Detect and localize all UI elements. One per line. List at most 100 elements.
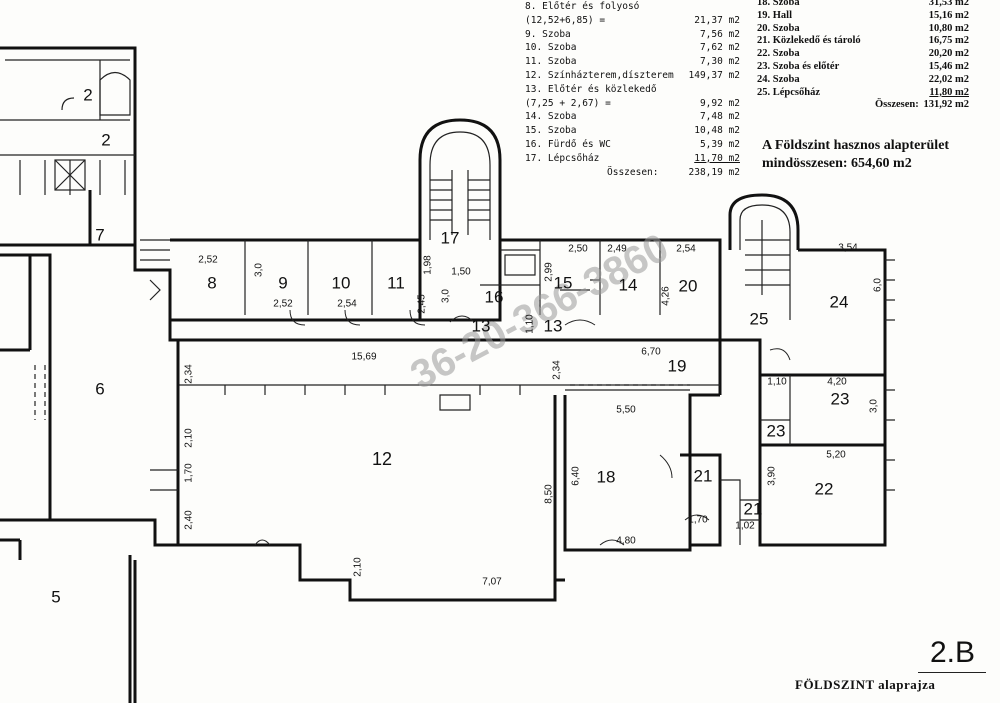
summary-line-2: mindösszesen: 654,60 m2 <box>762 156 912 171</box>
room-label: 17 <box>441 228 460 247</box>
total-area-summary: A Földszint hasznos alapterület mindössz… <box>762 137 949 173</box>
dimension-label: 1,50 <box>451 267 471 278</box>
room-label: 10 <box>332 273 351 292</box>
legend-area-value: 20,20 m2 <box>928 48 969 60</box>
room-label: 5 <box>51 587 60 606</box>
dimension-label: 2,45 <box>417 294 428 314</box>
legend-row: 17. Lépcsőház <box>525 152 599 165</box>
left-wing-walls <box>0 46 178 703</box>
legend-room-label: 22. Szoba <box>757 48 800 60</box>
legend-room-label: 21. Közlekedő és tároló <box>757 35 861 47</box>
legend-room-label: 9. Szoba <box>525 28 571 40</box>
legend-area-value: 10,80 m2 <box>928 22 969 34</box>
legend-area-value: 21,37 m2 <box>694 14 740 26</box>
dimension-label: 1,70 <box>688 515 708 526</box>
legend-total-value: 131,92 m2 <box>923 99 970 111</box>
room-label: 15 <box>554 273 573 292</box>
dimension-label: 2,34 <box>552 360 563 380</box>
legend-row: 18. Szoba <box>757 0 800 9</box>
legend-area-value: 31,53 m2 <box>928 0 969 8</box>
legend-room-label: 25. Lépcsőház <box>757 86 820 98</box>
dimension-label: 4,20 <box>827 377 847 388</box>
legend-area-value: 7,62 m2 <box>699 42 740 54</box>
east-wing-walls <box>720 193 895 547</box>
legend-area-value: 5,39 m2 <box>699 139 740 150</box>
legend-area-value: 15,16 m2 <box>928 9 969 21</box>
dimension-label: 5,50 <box>616 405 636 416</box>
legend-row: 20. Szoba <box>757 22 800 35</box>
legend-area-value: 11,80 m2 <box>929 86 969 98</box>
dimension-label: 4,80 <box>616 536 636 547</box>
legend-room-label: 17. Lépcsőház <box>525 152 600 164</box>
legend-row: 15. Szoba <box>525 124 576 137</box>
dimension-label: 7,07 <box>482 577 502 588</box>
legend-room-label: 18. Szoba <box>757 0 800 8</box>
page-number-underline <box>918 672 986 673</box>
legend-room-label: 23. Szoba és előtér <box>757 61 840 72</box>
dimension-label: 6,0 <box>873 278 884 292</box>
room-label: 7 <box>95 225 104 244</box>
dimension-label: 5,20 <box>826 450 846 461</box>
legend-area-value: 10,48 m2 <box>694 125 740 137</box>
dimension-label: 1,10 <box>525 314 536 334</box>
legend-row: (12,52+6,85) = <box>525 14 605 27</box>
room-label: 25 <box>750 309 769 328</box>
dimension-label: 2,52 <box>198 255 218 266</box>
room-label: 18 <box>597 467 616 486</box>
staircase-17 <box>418 118 502 240</box>
legend-row: 14. Szoba <box>525 110 576 123</box>
room-label: 21 <box>744 499 763 518</box>
page-number: 2.B <box>930 636 976 669</box>
room-label: 22 <box>815 479 834 498</box>
room-label: 11 <box>387 273 405 292</box>
legend-row: 11. Szoba <box>525 55 576 68</box>
legend-row: 23. Szoba és előtér <box>757 60 839 73</box>
legend-area-value: 16,75 m2 <box>928 35 969 47</box>
legend-area-value: 9,92 m2 <box>699 97 740 109</box>
dimension-label: 3,90 <box>767 466 778 486</box>
dimension-label: 3,54 <box>838 243 858 254</box>
area-legend-left: 8. Előtér és folyosó (12,52+6,85) = 21,37 … <box>525 0 745 180</box>
legend-room-label: 12. Színházterem,díszterem <box>525 70 674 81</box>
dimension-label: 3,0 <box>869 399 880 413</box>
legend-area-value: 7,48 m2 <box>699 111 740 123</box>
legend-row: 13. Előtér és közlekedő <box>525 83 657 96</box>
dimension-label: 2,52 <box>273 299 293 310</box>
legend-area-value: 15,46 m2 <box>928 61 969 72</box>
legend-area-value: 11,70 m2 <box>694 152 740 164</box>
dimension-label: 2,10 <box>184 428 195 448</box>
legend-row: 25. Lépcsőház <box>757 86 820 99</box>
legend-row: (7,25 + 2,67) = <box>525 97 611 110</box>
dimension-label: 2,99 <box>544 262 555 282</box>
dimension-label: 1,10 <box>767 377 787 388</box>
legend-room-label: 8. Előtér és folyosó <box>525 1 640 12</box>
dimension-label: 3,0 <box>254 263 265 277</box>
room-label: 23 <box>767 421 786 440</box>
dimension-label: 2,54 <box>337 299 357 310</box>
legend-row: 16. Fürdő és WC <box>525 138 611 151</box>
legend-room-label: 19. Hall <box>757 9 793 21</box>
legend-room-label: (7,25 + 2,67) = <box>525 97 611 109</box>
room-label: 16 <box>485 287 504 306</box>
room-label: 2 <box>101 130 110 149</box>
legend-area-value: 22,02 m2 <box>928 73 969 85</box>
dimension-label: 2,50 <box>568 244 588 255</box>
door-arcs <box>254 309 791 546</box>
dimension-label: 2,49 <box>607 244 627 255</box>
room-label: 21 <box>694 466 713 485</box>
dimension-label: 1,02 <box>735 521 755 532</box>
legend-room-label: 15. Szoba <box>525 125 577 137</box>
legend-total-label: Összesen: <box>607 166 659 178</box>
legend-room-label: 13. Előtér és közlekedő <box>525 83 657 95</box>
legend-room-label: 20. Szoba <box>757 22 800 34</box>
room-labels: 2 2 7 6 5 8 9 10 11 17 16 15 14 20 13 13… <box>51 85 849 606</box>
legend-room-label: 11. Szoba <box>525 56 577 68</box>
drawing-caption: FÖLDSZINT alaprajza <box>795 677 936 692</box>
dimension-label: 3,0 <box>441 289 452 303</box>
dimension-label: 6,40 <box>571 466 582 486</box>
room-label: 8 <box>207 273 216 292</box>
legend-area-value: 7,56 m2 <box>699 28 740 40</box>
room-label: 9 <box>278 273 287 292</box>
